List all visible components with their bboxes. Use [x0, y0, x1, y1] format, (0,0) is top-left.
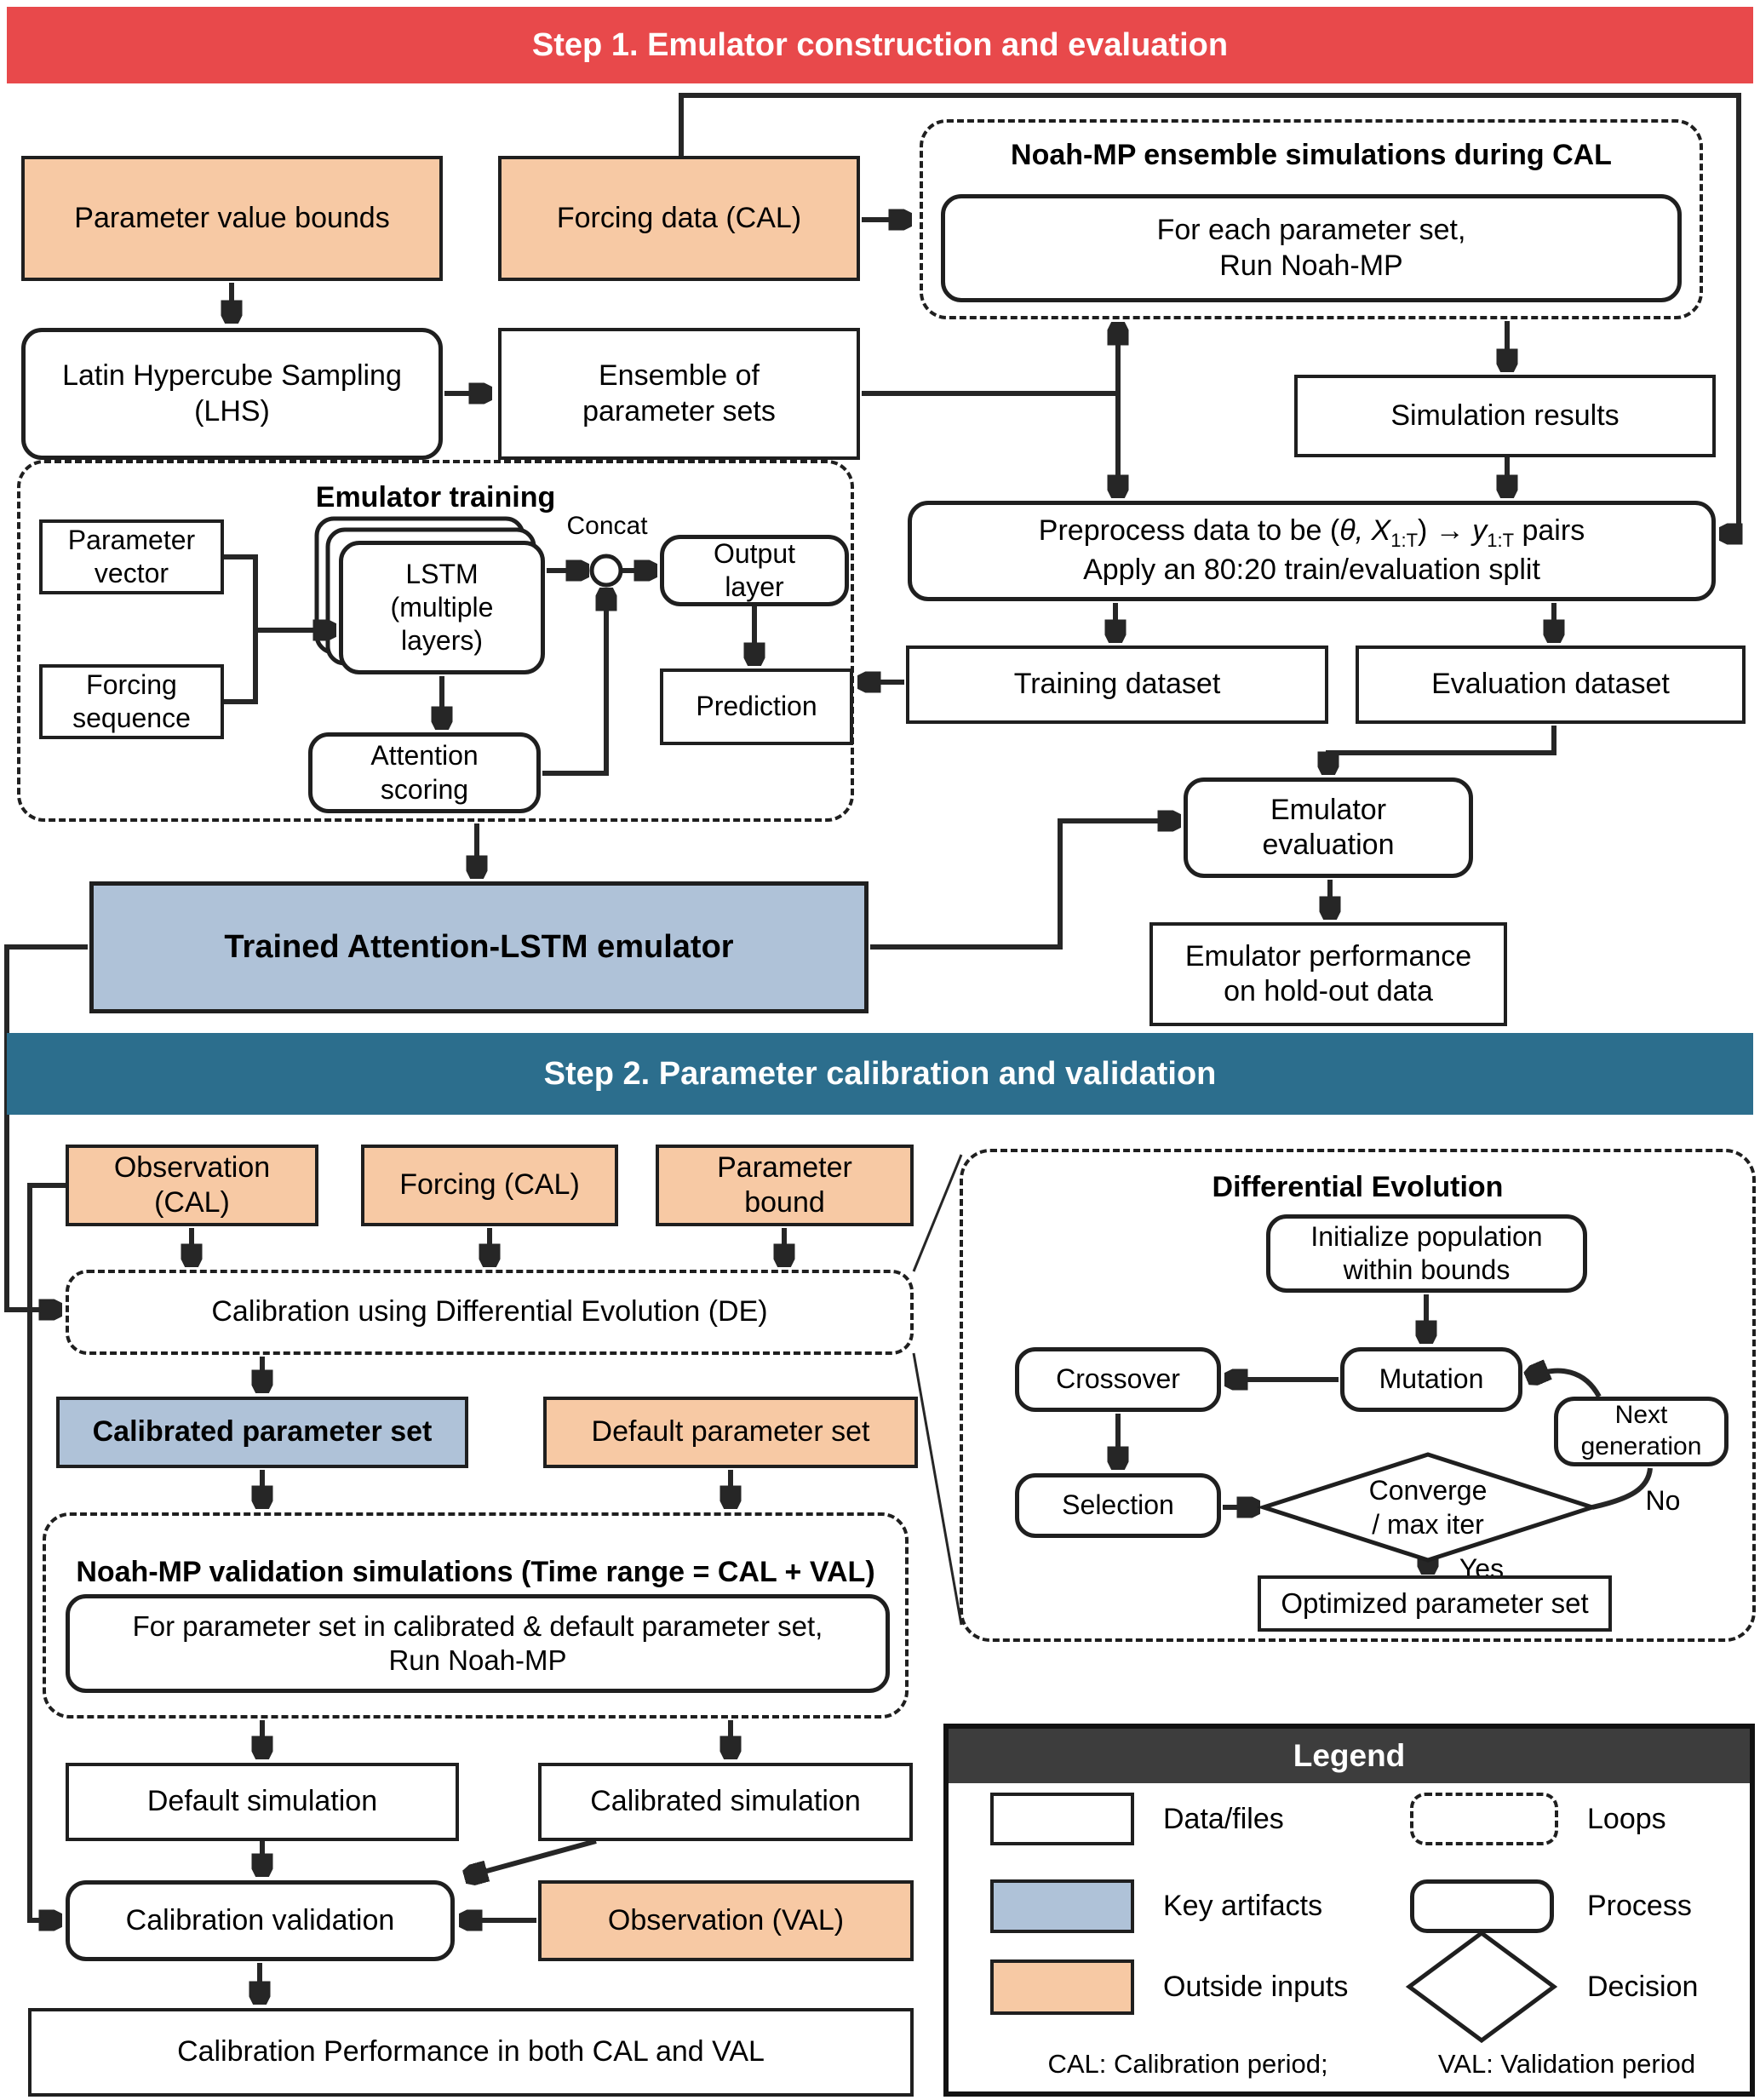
selection-box: Selection [1015, 1473, 1221, 1538]
legend-footer-cal: CAL: Calibration period; [1047, 2049, 1328, 2080]
concat-label: Concat [566, 512, 648, 540]
step2-arrows [4, 944, 784, 2000]
output-layer-box: Output layer [660, 535, 849, 606]
mutation-box: Mutation [1340, 1347, 1522, 1412]
legend-footer-val: VAL: Validation period [1437, 2049, 1696, 2080]
attention-scoring-box: Attention scoring [308, 732, 541, 813]
noahmp-validation-loop-body: For parameter set in calibrated & defaul… [66, 1594, 890, 1693]
noahmp-ensemble-loop [920, 119, 1703, 319]
parameter-vector-box: Parameter vector [39, 519, 224, 594]
forcing-sequence-box: Forcing sequence [39, 664, 224, 739]
emulator-performance-box: Emulator performance on hold-out data [1149, 922, 1507, 1026]
de-callout-lines [912, 1154, 963, 1626]
optimized-parameter-set-box: Optimized parameter set [1258, 1575, 1612, 1632]
parameter-value-bounds-box: Parameter value bounds [21, 156, 443, 281]
step1-banner-title: Step 1. Emulator construction and evalua… [531, 26, 1229, 63]
concat-arrows [224, 554, 754, 776]
noahmp-validation-loop [43, 1512, 909, 1718]
emulator-training-title: Emulator training [315, 480, 556, 514]
noahmp-ensemble-loop-body: For each parameter set, Run Noah-MP [941, 194, 1682, 302]
lhs-box: Latin Hypercube Sampling (LHS) [21, 328, 443, 460]
calibration-performance-box: Calibration Performance in both CAL and … [28, 2008, 914, 2097]
legend-label-data-files: Data/files [1163, 1802, 1284, 1835]
preprocess-line1: Preprocess data to be (θ, X1:T) → y1:T p… [1038, 514, 1585, 552]
emulator-evaluation-box: Emulator evaluation [1184, 777, 1473, 878]
prediction-box: Prediction [660, 668, 853, 745]
default-parameter-set-box: Default parameter set [543, 1397, 918, 1468]
trained-emulator-box: Trained Attention-LSTM emulator [89, 881, 869, 1013]
default-simulation-box: Default simulation [66, 1763, 459, 1841]
step1-arrows [232, 93, 1739, 950]
next-generation-box: Next generation [1554, 1397, 1728, 1466]
converge-decision-diamond [1256, 1452, 1600, 1563]
legend-decision-diamond [1405, 1930, 1558, 2044]
observation-cal-box: Observation (CAL) [66, 1145, 318, 1226]
step2-banner-title: Step 2. Parameter calibration and valida… [543, 1055, 1217, 1092]
calibration-validation-box: Calibration validation [66, 1880, 455, 1961]
lstm-box: LSTM (multiple layers) [339, 541, 545, 674]
step1-banner: Step 1. Emulator construction and evalua… [7, 7, 1753, 83]
converge-decision-label: Converge / max iter [1368, 1475, 1488, 1540]
legend-swatch-outside-inputs [990, 1959, 1134, 2015]
legend-label-outside-inputs: Outside inputs [1163, 1971, 1349, 2004]
noahmp-validation-loop-title: Noah-MP validation simulations (Time ran… [76, 1555, 875, 1588]
legend-label-process: Process [1587, 1890, 1692, 1923]
legend-swatch-data-files [990, 1793, 1134, 1845]
training-dataset-box: Training dataset [906, 645, 1328, 724]
concat-junction [589, 554, 623, 588]
de-panel-arrows [1118, 1294, 1653, 1570]
legend-header: Legend [949, 1729, 1750, 1783]
calibrated-simulation-box: Calibrated simulation [538, 1763, 913, 1841]
simulation-results-box: Simulation results [1294, 375, 1716, 457]
observation-val-box: Observation (VAL) [538, 1880, 914, 1961]
crossover-box: Crossover [1015, 1347, 1221, 1412]
differential-evolution-panel [960, 1149, 1756, 1642]
initialize-population-box: Initialize population within bounds [1266, 1214, 1587, 1293]
no-label: No [1645, 1484, 1681, 1516]
forcing-cal-box: Forcing (CAL) [361, 1145, 618, 1226]
parameter-bound-box: Parameter bound [656, 1145, 914, 1226]
legend-label-decision: Decision [1587, 1971, 1699, 2004]
legend-swatch-loops [1410, 1793, 1558, 1845]
emulator-training-loop [17, 460, 854, 822]
calibrated-parameter-set-box: Calibrated parameter set [56, 1397, 468, 1468]
evaluation-dataset-box: Evaluation dataset [1356, 645, 1746, 724]
legend-box [943, 1724, 1755, 2097]
legend-label-loops: Loops [1587, 1802, 1666, 1835]
forcing-data-cal-box: Forcing data (CAL) [498, 156, 860, 281]
step2-banner: Step 2. Parameter calibration and valida… [7, 1033, 1753, 1115]
legend-swatch-process [1410, 1879, 1554, 1933]
legend-swatch-key-artifacts [990, 1879, 1134, 1933]
differential-evolution-title: Differential Evolution [1212, 1170, 1504, 1203]
ensemble-parameter-sets-box: Ensemble of parameter sets [498, 328, 860, 460]
preprocess-box: Preprocess data to be (θ, X1:T) → y1:T p… [908, 501, 1716, 601]
legend-label-key-artifacts: Key artifacts [1163, 1890, 1323, 1923]
noahmp-ensemble-loop-title: Noah-MP ensemble simulations during CAL [1011, 138, 1612, 171]
preprocess-line2: Apply an 80:20 train/evaluation split [1083, 554, 1540, 587]
calibration-de-box: Calibration using Differential Evolution… [66, 1270, 914, 1355]
